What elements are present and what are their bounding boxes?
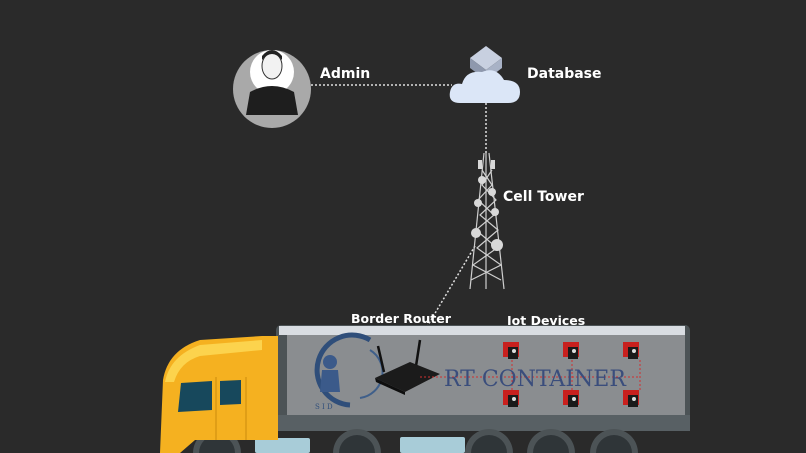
connection-lines xyxy=(311,84,487,353)
cell-tower-label: Cell Tower xyxy=(503,189,584,205)
iot-devices xyxy=(503,342,639,407)
iot-devices-label: Iot Devices xyxy=(507,313,585,328)
cell-tower-icon xyxy=(469,152,505,290)
container-text: RT CONTAINER xyxy=(444,367,627,392)
logo-text: S I D xyxy=(315,403,333,411)
iot-device-icon xyxy=(623,390,639,407)
iot-device-icon xyxy=(623,342,639,359)
iot-device-icon xyxy=(563,342,579,359)
device-links xyxy=(420,360,641,392)
admin-avatar-icon xyxy=(233,50,311,128)
trailer-panel xyxy=(287,335,685,415)
admin-label: Admin xyxy=(320,66,370,82)
truck-icon xyxy=(160,325,690,453)
iot-device-icon xyxy=(503,342,519,359)
iot-device-icon xyxy=(503,390,519,407)
database-label: Database xyxy=(527,66,602,82)
router-icon xyxy=(375,339,440,395)
cloud-database-icon xyxy=(449,46,520,103)
border-router-label: Border Router xyxy=(351,311,452,326)
tower-router-link xyxy=(411,245,476,353)
iot-device-icon xyxy=(563,390,579,407)
